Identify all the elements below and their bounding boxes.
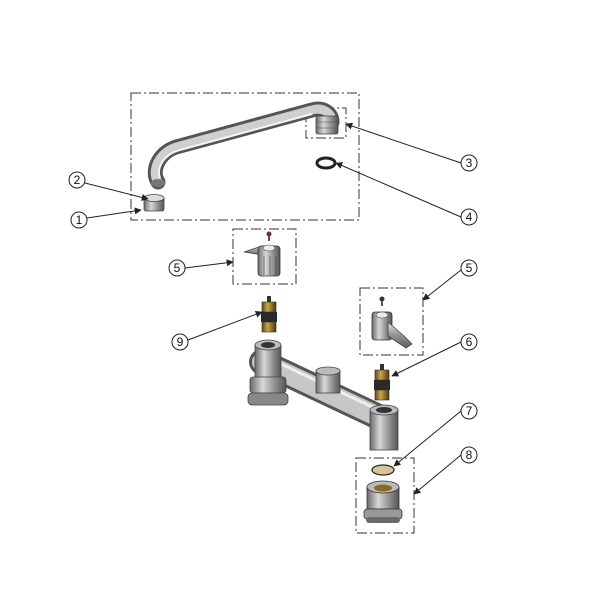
callout-5-left-label: 5 <box>174 261 181 275</box>
leader-5a <box>184 259 234 269</box>
callout-6: 6 <box>460 333 478 351</box>
callout-4: 4 <box>460 208 478 226</box>
callout-3: 3 <box>460 154 478 172</box>
washer <box>371 464 395 476</box>
spout-assembly-box <box>130 92 360 221</box>
callout-9-label: 9 <box>177 335 184 349</box>
leader-5b <box>422 269 462 301</box>
callout-7-label: 7 <box>466 404 473 418</box>
leader-3 <box>345 122 462 164</box>
right-lever-handle <box>371 296 413 349</box>
callout-7: 7 <box>460 402 478 420</box>
right-handle-box <box>359 287 424 356</box>
leader-9 <box>187 310 263 341</box>
leader-7 <box>393 410 462 467</box>
left-cartridge <box>261 296 277 333</box>
aerator <box>143 194 165 212</box>
callout-9: 9 <box>171 333 189 351</box>
right-cartridge <box>374 364 390 401</box>
callout-5-right-label: 5 <box>466 261 473 275</box>
leader-2 <box>84 182 149 201</box>
callout-8: 8 <box>460 446 478 464</box>
o-ring <box>315 156 337 170</box>
eccentric-flange <box>363 480 403 523</box>
callout-8-label: 8 <box>466 448 473 462</box>
leader-8 <box>413 454 462 495</box>
callout-1-label: 1 <box>76 213 83 227</box>
left-lever-handle <box>243 231 281 277</box>
eccentric-flange-box <box>355 457 415 534</box>
callout-5-right: 5 <box>460 259 478 277</box>
callout-2: 2 <box>68 171 86 189</box>
leader-4 <box>335 162 462 218</box>
callout-5-left: 5 <box>168 259 186 277</box>
spout-nut <box>315 115 339 135</box>
callout-2-label: 2 <box>74 173 81 187</box>
callout-6-label: 6 <box>466 335 473 349</box>
callout-3-label: 3 <box>466 156 473 170</box>
faucet-body <box>247 339 399 451</box>
left-handle-box <box>232 228 297 285</box>
leader-1 <box>86 207 142 219</box>
callout-4-label: 4 <box>466 210 473 224</box>
swing-spout <box>147 101 340 190</box>
leader-6 <box>391 341 462 377</box>
callout-1: 1 <box>70 211 88 229</box>
